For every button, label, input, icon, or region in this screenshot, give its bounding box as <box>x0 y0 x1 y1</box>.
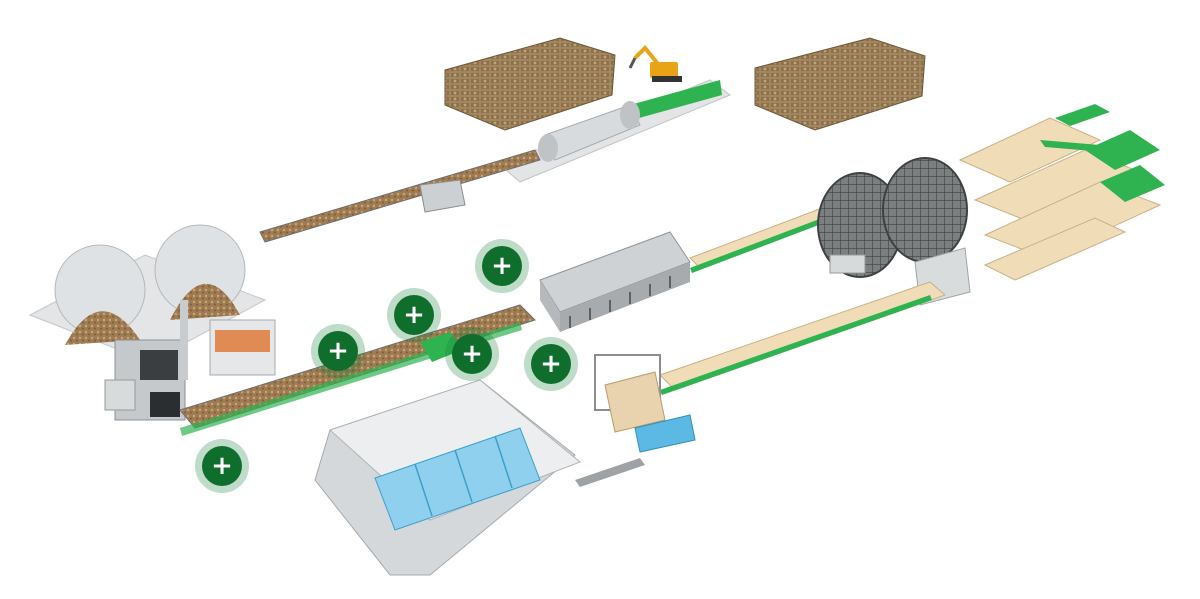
board-transfer-line <box>689 204 841 273</box>
debarking-station <box>499 79 732 183</box>
refiner-machinery <box>104 300 276 421</box>
excavator <box>628 45 682 82</box>
hotspot-button[interactable]: + <box>475 239 529 293</box>
log-pile-right <box>754 37 926 131</box>
hotspot-button[interactable]: + <box>311 324 365 378</box>
hotspot-button[interactable]: + <box>195 439 249 493</box>
continuous-press <box>539 231 691 332</box>
hotspot-button[interactable]: + <box>387 288 441 342</box>
chip-silos <box>28 224 267 363</box>
plus-icon: + <box>482 246 522 286</box>
packaging-station <box>594 354 696 453</box>
log-pile-left <box>444 37 616 131</box>
plus-icon: + <box>531 344 571 384</box>
plus-icon: + <box>452 334 492 374</box>
star-cooler <box>817 157 968 278</box>
chip-conveyor <box>259 149 541 243</box>
hotspot-button[interactable]: + <box>445 327 499 381</box>
plus-icon: + <box>394 295 434 335</box>
plus-icon: + <box>202 446 242 486</box>
warehouse <box>314 379 645 576</box>
lower-board-line <box>659 281 946 395</box>
hotspot-button[interactable]: + <box>524 337 578 391</box>
forming-line <box>179 304 536 436</box>
plus-icon: + <box>318 331 358 371</box>
